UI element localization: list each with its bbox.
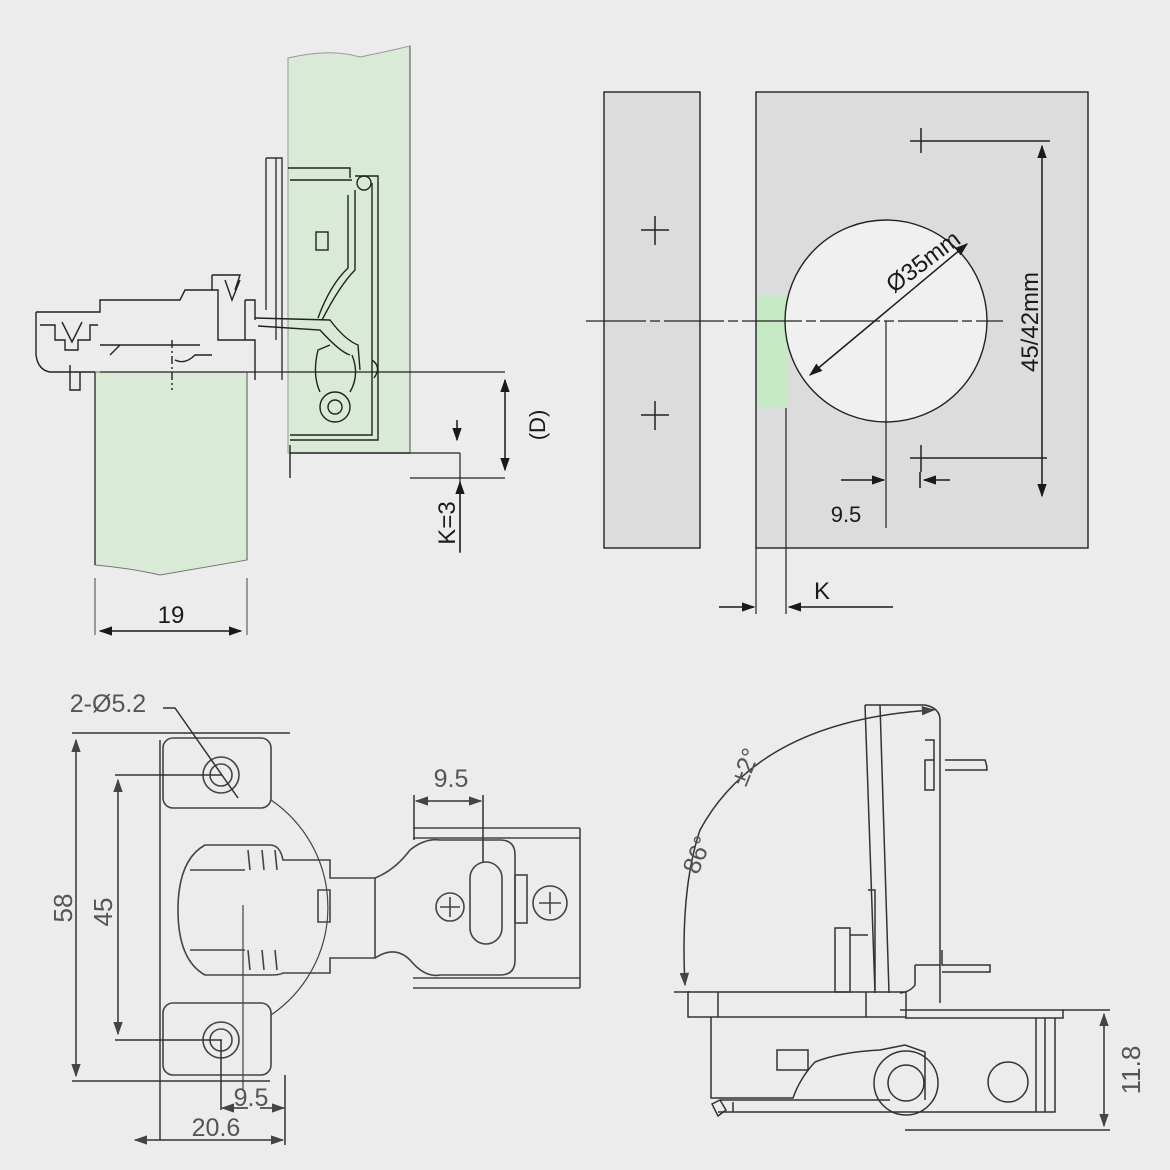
cabinet-side-rect <box>603 91 701 549</box>
mounting-holes-label: 2-Ø5.2 <box>70 690 146 718</box>
top-screw-pad <box>162 737 272 809</box>
edge-distance-label: K <box>814 578 830 605</box>
hinge-base-plate <box>687 991 907 1018</box>
cup-diameter-arrow <box>808 243 969 376</box>
plate-width-label: 20.6 <box>192 1114 241 1142</box>
base-screw <box>532 885 568 921</box>
arm-offset-label: 9.5 <box>434 765 469 793</box>
open-angle-dimensions <box>674 705 1110 1131</box>
mounting-hole-leader <box>163 707 239 799</box>
overall-height-label: 58 <box>48 894 78 923</box>
screw-mark-3 <box>910 128 1050 153</box>
plan-view <box>159 737 581 1140</box>
hinge-cup-body <box>177 844 376 976</box>
door-panel <box>94 371 248 576</box>
hole-spacing-label: 45 <box>88 898 118 927</box>
mounting-plate <box>265 157 283 380</box>
screw-mark-4 <box>910 445 1047 472</box>
base-hole <box>987 1061 1029 1103</box>
side-section-view <box>35 45 505 635</box>
cabinet-side-panel <box>287 45 411 454</box>
adjustment-slot <box>469 861 503 945</box>
screw-spacing-label: 45/42mm <box>1017 272 1044 372</box>
plan-dimensions <box>71 707 484 1145</box>
mounted-height-label: 11.8 <box>1116 1046 1146 1095</box>
opening-angle-label: 86° <box>678 832 718 878</box>
screw-offset-label: 9.5 <box>831 502 862 527</box>
drilling-dimensions <box>719 144 1047 612</box>
hinge-cup-profile <box>710 1017 1056 1113</box>
panel-thickness-label: 19 <box>158 602 185 629</box>
pivot-circle <box>873 1050 939 1116</box>
hole-offset-label: 9.5 <box>234 1084 269 1112</box>
hinge-cup-section <box>35 289 212 373</box>
screw-mark-2 <box>641 401 669 430</box>
angle-tolerance-label: ±2° <box>726 744 766 789</box>
screw-mark-1 <box>641 216 669 245</box>
open-hinge-arm <box>865 704 941 1003</box>
bottom-screw-pad <box>162 1002 272 1076</box>
overlay-depth-label: (D) <box>525 410 550 441</box>
side-section-dimensions <box>98 378 510 636</box>
k-value-label: K=3 <box>434 501 461 544</box>
opening-angle-arc <box>679 705 936 987</box>
depth-screw <box>435 892 465 922</box>
k-zone <box>757 296 789 408</box>
